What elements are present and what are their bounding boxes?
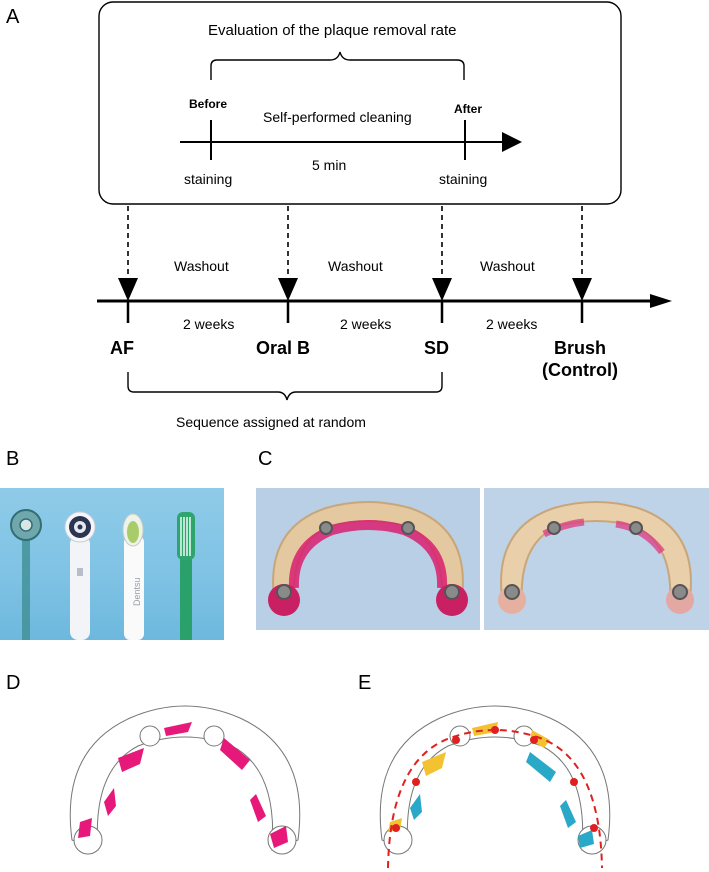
timeline-arrowhead [650,294,672,308]
process-label: Self-performed cleaning [263,109,412,125]
evaluation-box [98,1,622,205]
denture-after-illustration [498,501,694,614]
step-control: (Control) [542,360,618,380]
plaque-map-e [379,705,611,869]
randomization-label: Sequence assigned at random [176,414,366,430]
staining-right-label: staining [439,171,488,187]
denture-photo-after [484,488,709,630]
panel-label-d: D [6,672,21,694]
interval-label-2: 2 weeks [340,316,392,332]
evaluation-title: Evaluation of the plaque removal rate [208,22,457,39]
randomization-brace [127,372,443,401]
washout-label-2: Washout [328,258,383,274]
panel-label-e: E [358,672,372,694]
arch-midline [387,729,603,869]
arrowhead-sd [432,278,452,301]
toothbrush-photo: Dentsu [0,488,224,640]
panel-label-c: C [258,448,273,470]
staining-left-label: staining [184,171,233,187]
arrowhead-af [118,278,138,301]
plaque-map-d [69,705,301,855]
interval-label-1: 2 weeks [183,316,235,332]
denture-before-illustration [268,501,468,616]
denture-photo-before [256,488,480,630]
arrowhead-brush [572,278,592,301]
after-label: After [454,102,483,116]
interval-label-3: 2 weeks [486,316,538,332]
arrowhead-oralb [278,278,298,301]
duration-label: 5 min [312,157,347,173]
washout-label-3: Washout [480,258,535,274]
step-brush: Brush [554,338,607,358]
sd-handle-text: Dentsu [132,577,142,606]
toothbrush-illustration: Dentsu [10,509,195,640]
step-sd: SD [424,338,450,358]
before-label: Before [189,97,228,111]
study-design-diagram [97,1,672,401]
washout-label-1: Washout [174,258,229,274]
step-af: AF [110,338,134,358]
step-oral-b: Oral B [256,338,311,358]
panel-label-a: A [6,6,20,28]
evaluation-brace [210,51,465,80]
panel-label-b: B [6,448,20,470]
